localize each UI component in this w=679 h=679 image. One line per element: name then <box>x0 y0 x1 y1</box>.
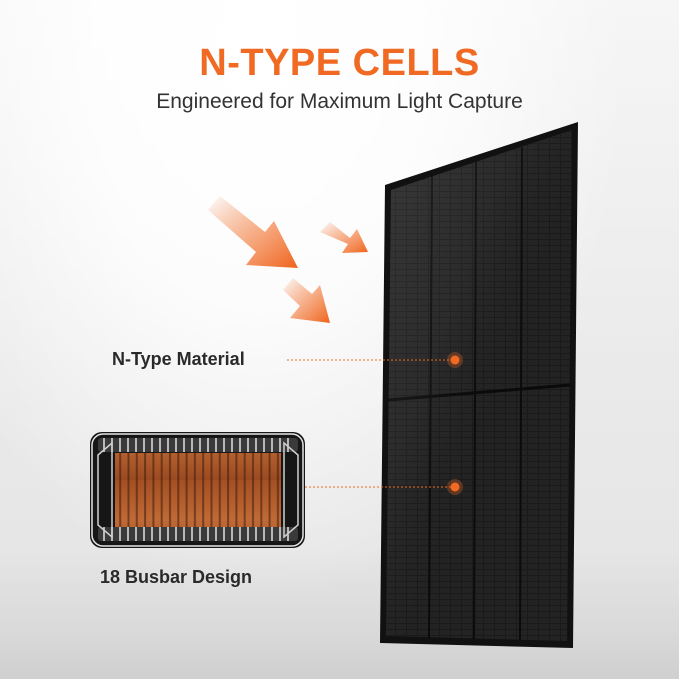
light-arrow-icon <box>208 196 298 268</box>
light-arrow-icon <box>283 278 330 323</box>
callout-busbar-label: 18 Busbar Design <box>100 567 253 587</box>
callout-material-label: N-Type Material <box>112 349 245 369</box>
busbar-cell-detail <box>90 432 305 548</box>
callout-busbar-pointer <box>305 479 463 495</box>
callout-material-pointer <box>287 352 463 368</box>
page-subtitle: Engineered for Maximum Light Capture <box>156 90 523 113</box>
page-title: N-TYPE CELLS <box>199 42 480 84</box>
solar-panel <box>380 122 578 648</box>
light-arrow-icon <box>320 222 368 253</box>
